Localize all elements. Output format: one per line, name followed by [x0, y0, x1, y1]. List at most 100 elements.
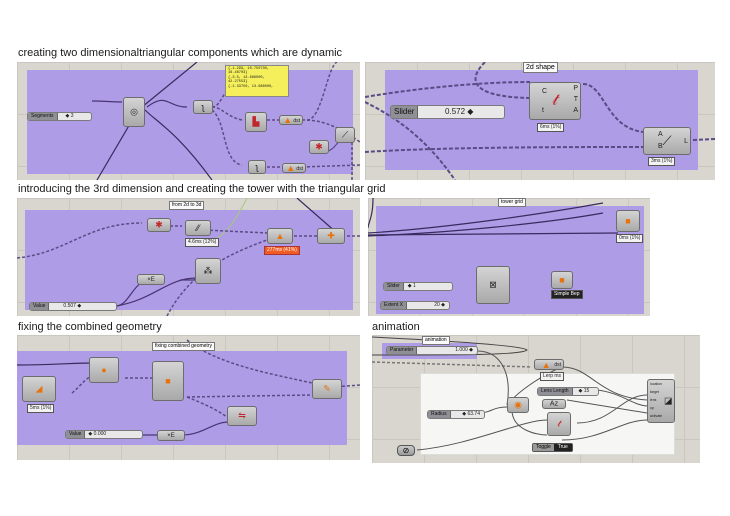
- triangular-grid-component[interactable]: ⊠: [476, 266, 510, 304]
- slider-value: ◆ 1: [407, 283, 416, 289]
- group-2d-triangular: [27, 70, 353, 174]
- value-slider[interactable]: Value 0.507 ◆: [29, 302, 117, 311]
- list-item-icon: ▲: [286, 163, 296, 173]
- output-panel[interactable]: {-1.299, 10.750730, 16.48703} {-3.5, 13.…: [225, 65, 289, 97]
- evaluate-curve-component[interactable]: 𝓉: [547, 412, 571, 436]
- multiply-icon: ×E: [147, 276, 155, 283]
- slider-a[interactable]: Slider ◆ 1: [383, 282, 453, 291]
- boolean-toggle[interactable]: Toggle True: [532, 443, 573, 452]
- port-a[interactable]: A: [573, 107, 578, 114]
- surface-point-component[interactable]: ●: [89, 357, 119, 383]
- timer-component[interactable]: ⊘: [397, 445, 415, 456]
- item-label: dst: [296, 166, 303, 172]
- list-item-component-1[interactable]: ▲ dst: [279, 115, 303, 125]
- move-component[interactable]: ✎: [312, 379, 342, 399]
- canvas-3rd-dimension[interactable]: from 2d to 3d ✱ ⁄⁄ 4.6ms (12%) ▲ 277ms (…: [17, 198, 360, 316]
- multiply-component[interactable]: ×E: [137, 274, 165, 285]
- cull-component[interactable]: ■: [551, 271, 573, 289]
- canvas-combined-geometry[interactable]: fixing combined geometry ◢ 5ms (1%) ● ■ …: [17, 335, 360, 460]
- slider-value: 0.507 ◆: [63, 303, 82, 309]
- value-slider[interactable]: Value ◆ 0.000: [65, 430, 143, 439]
- port-b[interactable]: B: [658, 143, 663, 150]
- slider-value: 20 ◆: [434, 302, 445, 308]
- extrude-icon: ▲: [275, 231, 285, 241]
- timing-tag-warning: 277ms (41%): [264, 246, 300, 255]
- vector-component[interactable]: Az: [542, 399, 566, 409]
- group-label: tower grid: [498, 198, 526, 207]
- port-up[interactable]: up: [650, 406, 654, 410]
- timer-icon: ⊘: [402, 446, 410, 455]
- lens-length-slider[interactable]: Lens Length ◆ 15: [537, 387, 599, 396]
- construct-component[interactable]: ▙: [245, 112, 267, 132]
- port-location[interactable]: location: [650, 382, 663, 386]
- slider-label: Value: [66, 431, 86, 438]
- list-item-component[interactable]: ▲ dst: [534, 359, 564, 370]
- line-component[interactable]: A B ⟋ L: [643, 127, 691, 155]
- evaluate-surface-component[interactable]: ◢: [22, 376, 56, 402]
- timing-tag: 0ms (1%): [616, 234, 644, 243]
- panel-line: 16.48703}: [228, 71, 248, 76]
- evaluate-curve-component[interactable]: C t 𝓉 P T A: [529, 82, 581, 120]
- line-component[interactable]: ⟋: [335, 127, 355, 143]
- extrude-component[interactable]: ■: [616, 210, 640, 232]
- parameter-slider[interactable]: Parameter 1.000 ◆: [386, 346, 478, 355]
- port-a[interactable]: A: [658, 131, 663, 138]
- radius-slider[interactable]: Radius ◆ 63.74: [427, 410, 485, 419]
- port-t[interactable]: T: [573, 96, 578, 103]
- toggle-value: True: [553, 444, 572, 451]
- port-lens[interactable]: lens: [650, 398, 657, 402]
- panel-line: {-1.299, 10.750730,: [228, 67, 269, 71]
- canvas-2d-shape[interactable]: 2d shape Slider 0.572 ◆ C t 𝓉 P T A 6ms …: [365, 62, 715, 180]
- slider-label: Segments: [28, 113, 58, 120]
- port-c[interactable]: C: [542, 88, 548, 95]
- list-item-icon: ▲: [283, 115, 293, 125]
- list-item-icon: ▲: [541, 359, 551, 370]
- plane-icon: ■: [165, 376, 171, 386]
- slider-label: Extent X: [381, 302, 407, 309]
- slider-label: Value: [30, 303, 50, 310]
- camera-control-component[interactable]: location target lens up activate ◪: [647, 379, 675, 423]
- panel-line: {-3.5, 13.686000,: [228, 75, 265, 80]
- polygon-component[interactable]: ◎: [123, 97, 145, 127]
- move-icon: ✎: [323, 383, 331, 394]
- scale-component[interactable]: ⁄⁄: [185, 220, 211, 236]
- canvas-animation[interactable]: animation Parameter 1.000 ◆ ▲ dst Lerp m…: [372, 335, 700, 463]
- explode-component-1[interactable]: ʅ: [193, 100, 213, 114]
- slider-value: 0.572 ◆: [445, 107, 474, 116]
- segments-slider[interactable]: Segments ◆ 3: [27, 112, 92, 121]
- timing-tag: 6ms (1%): [537, 123, 565, 132]
- slider-value: ◆ 3: [65, 113, 74, 119]
- move-icon: ✱: [315, 141, 323, 152]
- extent-x-slider[interactable]: Extent X 20 ◆: [380, 301, 450, 310]
- circle-component[interactable]: ◉: [507, 397, 529, 413]
- toggle-label: Toggle: [533, 444, 554, 451]
- vector-component[interactable]: ⇋: [227, 406, 257, 426]
- move-component[interactable]: ✱: [309, 140, 329, 154]
- divide-component[interactable]: ✱: [147, 218, 171, 232]
- port-l[interactable]: L: [684, 138, 688, 145]
- join-component[interactable]: ✚: [317, 228, 345, 244]
- vector-icon: Az: [549, 400, 559, 408]
- canvas-tower-grid[interactable]: tower grid ⊠ ■ Simple Bep ■ 0ms (1%) Sli…: [368, 198, 650, 316]
- port-activate[interactable]: activate: [650, 414, 663, 418]
- construct-point-component[interactable]: ⁂: [195, 258, 221, 284]
- circle-icon: ◉: [514, 399, 522, 410]
- explode-component-2[interactable]: ʅ: [248, 160, 266, 174]
- slider-label: Lens Length: [538, 388, 573, 395]
- port-p[interactable]: P: [573, 85, 578, 92]
- surface-icon: ◢: [35, 383, 43, 394]
- extrude-component[interactable]: ▲: [267, 228, 293, 244]
- slider-value: ◆ 63.74: [462, 411, 480, 417]
- multiply-component[interactable]: ×E: [157, 430, 185, 441]
- list-item-component-2[interactable]: ▲ dst: [282, 163, 306, 173]
- port-target[interactable]: target: [650, 390, 659, 394]
- cull-icon: ■: [559, 275, 565, 285]
- port-t[interactable]: t: [542, 107, 544, 114]
- deconstruct-plane-component[interactable]: ■: [152, 361, 184, 401]
- slider-label: Radius: [428, 411, 451, 418]
- panel-line: {-1.33750, 13.686000,: [228, 84, 274, 89]
- canvas-2d-triangular[interactable]: Segments ◆ 3 ◎ ʅ {-1.299, 10.750730, 16.…: [17, 62, 360, 180]
- camera-icon: ◪: [664, 395, 673, 406]
- grid-icon: ⊠: [489, 279, 497, 290]
- slider[interactable]: Slider 0.572 ◆: [390, 105, 505, 119]
